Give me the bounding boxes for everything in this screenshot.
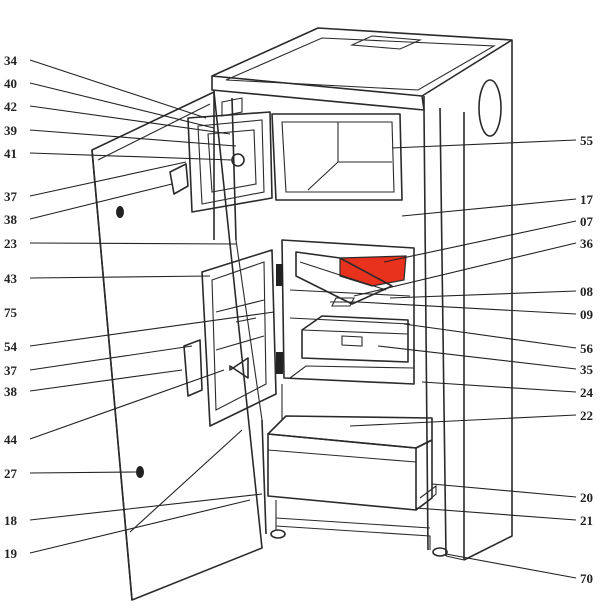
- grate-handle: [331, 297, 355, 307]
- label-24: 24: [580, 385, 594, 400]
- label-43: 43: [4, 271, 18, 286]
- label-56: 56: [580, 341, 594, 356]
- cover-hole-top: [116, 206, 124, 218]
- upper-opening-frame: [271, 113, 403, 201]
- label-36: 36: [580, 236, 594, 251]
- upper-door-handle: [169, 163, 189, 195]
- label-17: 17: [580, 192, 594, 207]
- side-flue-port: [478, 79, 502, 137]
- label-54: 54: [4, 339, 18, 354]
- label-40: 40: [4, 76, 17, 91]
- ash-drawer-front: [267, 433, 417, 511]
- fire-chamber-opening: [281, 239, 415, 385]
- right-side-panel: [463, 40, 513, 561]
- label-37-upper: 37: [4, 189, 18, 204]
- label-38-upper: 38: [4, 212, 18, 227]
- label-18: 18: [4, 513, 18, 528]
- top-flue-opening: [349, 35, 423, 50]
- label-19: 19: [4, 546, 18, 561]
- label-55: 55: [580, 133, 594, 148]
- foot-left: [270, 529, 286, 539]
- labels-right: 55 17 07 36 08 09 56 35 24 22 20 21 70: [580, 133, 594, 586]
- label-20: 20: [580, 490, 593, 505]
- ash-drawer-top: [267, 415, 433, 449]
- leader-lines-right: [349, 139, 577, 579]
- label-27: 27: [4, 466, 18, 481]
- label-75: 75: [4, 305, 18, 320]
- baffle-plate: [295, 251, 393, 305]
- label-22: 22: [580, 408, 593, 423]
- label-41: 41: [4, 146, 17, 161]
- upper-door: [169, 97, 273, 213]
- label-08: 08: [580, 284, 594, 299]
- label-34: 34: [4, 53, 18, 68]
- label-21: 21: [580, 513, 593, 528]
- label-44: 44: [4, 432, 18, 447]
- label-39: 39: [4, 123, 18, 138]
- label-23: 23: [4, 236, 18, 251]
- label-38-lower: 38: [4, 384, 18, 399]
- lower-door-handle: [183, 339, 203, 397]
- leader-lines-left: [29, 59, 275, 554]
- hinge-lower: [276, 352, 283, 374]
- hinge-upper: [276, 264, 283, 286]
- foot-right: [432, 547, 448, 557]
- label-37-lower: 37: [4, 363, 18, 378]
- labels-left: 34 40 42 39 41 37 38 23 43 75 54 37 38 4…: [4, 53, 18, 561]
- air-vent: [229, 357, 249, 379]
- label-35: 35: [580, 362, 594, 377]
- label-42: 42: [4, 99, 17, 114]
- highlighted-baffle-part: [339, 255, 407, 287]
- cover-hole-bottom: [136, 466, 144, 478]
- ash-box: [301, 315, 409, 363]
- label-07: 07: [580, 214, 594, 229]
- lower-door: [183, 249, 277, 427]
- label-70: 70: [580, 571, 593, 586]
- label-09: 09: [580, 307, 594, 322]
